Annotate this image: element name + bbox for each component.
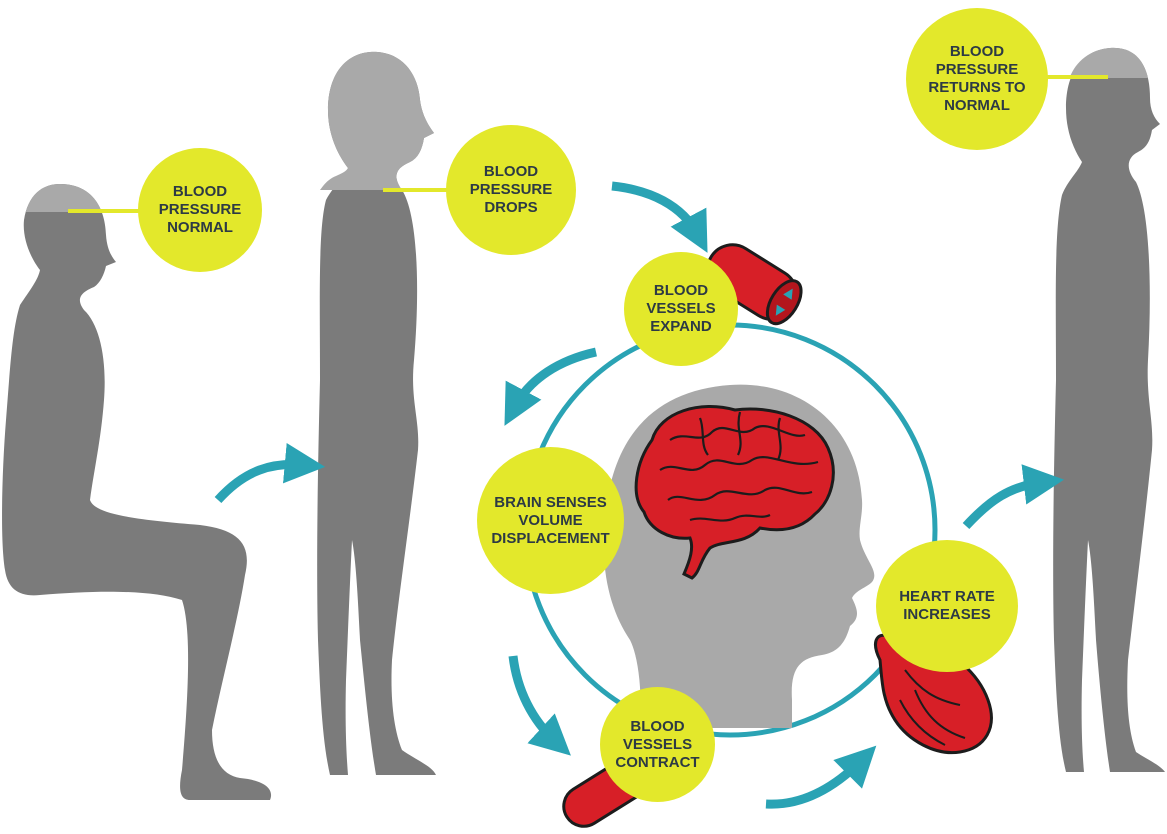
standing-person-upper-highlight: [320, 52, 434, 190]
callout-blood-pressure-drops: BLOOD PRESSURE DROPS: [446, 125, 576, 255]
callout-label: BLOOD PRESSURE RETURNS TO NORMAL: [928, 43, 1025, 115]
callout-label: BRAIN SENSES VOLUME DISPLACEMENT: [491, 494, 609, 548]
callout-label: BLOOD PRESSURE NORMAL: [159, 183, 242, 237]
callout-blood-pressure-returns: BLOOD PRESSURE RETURNS TO NORMAL: [906, 8, 1048, 150]
callout-blood-vessels-contract: BLOOD VESSELS CONTRACT: [600, 687, 715, 802]
arrow-expand-to-brain: [514, 352, 596, 408]
callout-label: BLOOD PRESSURE DROPS: [470, 163, 553, 217]
arrow-heart-to-stand: [966, 482, 1044, 526]
standing-person-right-silhouette: [1053, 48, 1165, 772]
callout-blood-pressure-normal: BLOOD PRESSURE NORMAL: [138, 148, 262, 272]
callout-label: BLOOD VESSELS CONTRACT: [615, 718, 699, 772]
arrow-contract-to-heart: [766, 760, 862, 804]
callout-brain-senses: BRAIN SENSES VOLUME DISPLACEMENT: [477, 447, 624, 594]
callout-blood-vessels-expand: BLOOD VESSELS EXPAND: [624, 252, 738, 366]
arrow-sit-to-stand: [218, 464, 305, 500]
callout-label: BLOOD VESSELS EXPAND: [646, 282, 715, 336]
callout-heart-rate-increases: HEART RATE INCREASES: [876, 540, 1018, 672]
callout-label: HEART RATE INCREASES: [899, 588, 995, 624]
arrow-brain-to-contract: [513, 656, 556, 742]
arrow-drops-to-vessels: [612, 186, 698, 235]
